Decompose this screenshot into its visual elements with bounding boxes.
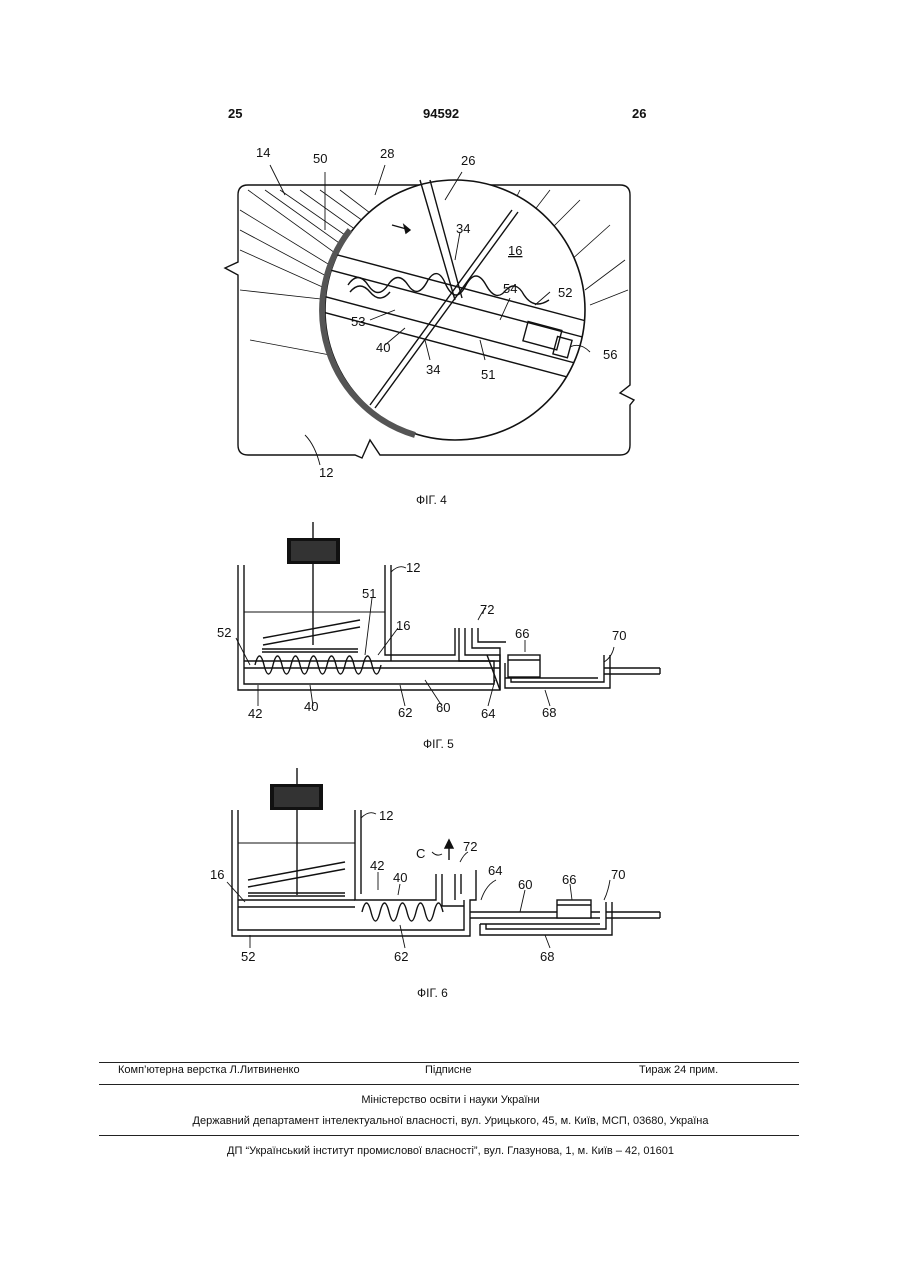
fig4-label: 54 [503, 281, 517, 296]
fig6-label: 70 [611, 867, 625, 882]
fig4-label: 14 [256, 145, 270, 160]
figure-5-drawing [236, 522, 660, 706]
fig5-label: 42 [248, 706, 262, 721]
fig5-label: 70 [612, 628, 626, 643]
figure-5-labels: 12 51 16 72 66 70 52 42 40 62 60 64 68 [217, 560, 626, 721]
fig5-label: 52 [217, 625, 231, 640]
footer-layout-credit: Комп’ютерна верстка Л.Литвиненко [118, 1064, 300, 1076]
footer-institute: ДП “Український інститут промислової вла… [0, 1145, 901, 1157]
footer-signed: Підписне [425, 1064, 472, 1076]
fig6-label: C [416, 846, 425, 861]
fig5-label: 16 [396, 618, 410, 633]
fig5-label: 68 [542, 705, 556, 720]
fig4-label: 52 [558, 285, 572, 300]
fig6-label: 52 [241, 949, 255, 964]
fig5-label: 64 [481, 706, 495, 721]
footer-circulation: Тираж 24 прим. [639, 1064, 718, 1076]
fig5-label: 12 [406, 560, 420, 575]
footer-middle-rule [99, 1084, 799, 1085]
footer-department: Державний департамент інтелектуальної вл… [0, 1115, 901, 1127]
fig5-label: 40 [304, 699, 318, 714]
figure-6-labels: 12 C 72 16 42 40 64 60 66 70 52 62 68 [210, 808, 625, 964]
figure-6-drawing [227, 768, 660, 948]
fig6-label: 16 [210, 867, 224, 882]
figure-6-caption: ФІГ. 6 [417, 986, 448, 1000]
fig5-label: 66 [515, 626, 529, 641]
fig6-label: 42 [370, 858, 384, 873]
fig5-label: 72 [480, 602, 494, 617]
fig6-label: 64 [488, 863, 502, 878]
footer-bottom-rule [99, 1135, 799, 1136]
fig5-label: 62 [398, 705, 412, 720]
figure-5-caption: ФІГ. 5 [423, 737, 454, 751]
figure-4-drawing [225, 165, 634, 465]
fig4-label: 51 [481, 367, 495, 382]
fig5-label: 51 [362, 586, 376, 601]
footer-top-rule [99, 1062, 799, 1063]
footer-ministry: Міністерство освіти і науки України [0, 1094, 901, 1106]
fig6-label: 68 [540, 949, 554, 964]
fig5-label: 60 [436, 700, 450, 715]
fig6-label: 12 [379, 808, 393, 823]
fig6-label: 60 [518, 877, 532, 892]
fig4-label: 34 [456, 221, 470, 236]
fig4-label: 50 [313, 151, 327, 166]
fig6-label: 66 [562, 872, 576, 887]
fig4-label: 53 [351, 314, 365, 329]
fig4-label: 26 [461, 153, 475, 168]
fig4-label: 40 [376, 340, 390, 355]
fig6-label: 40 [393, 870, 407, 885]
fig4-label: 28 [380, 146, 394, 161]
fig4-label: 16 [508, 243, 522, 258]
fig6-label: 62 [394, 949, 408, 964]
fig4-label: 56 [603, 347, 617, 362]
figure-4-caption: ФІГ. 4 [416, 493, 447, 507]
fig4-label: 12 [319, 465, 333, 480]
fig4-label: 34 [426, 362, 440, 377]
fig6-label: 72 [463, 839, 477, 854]
